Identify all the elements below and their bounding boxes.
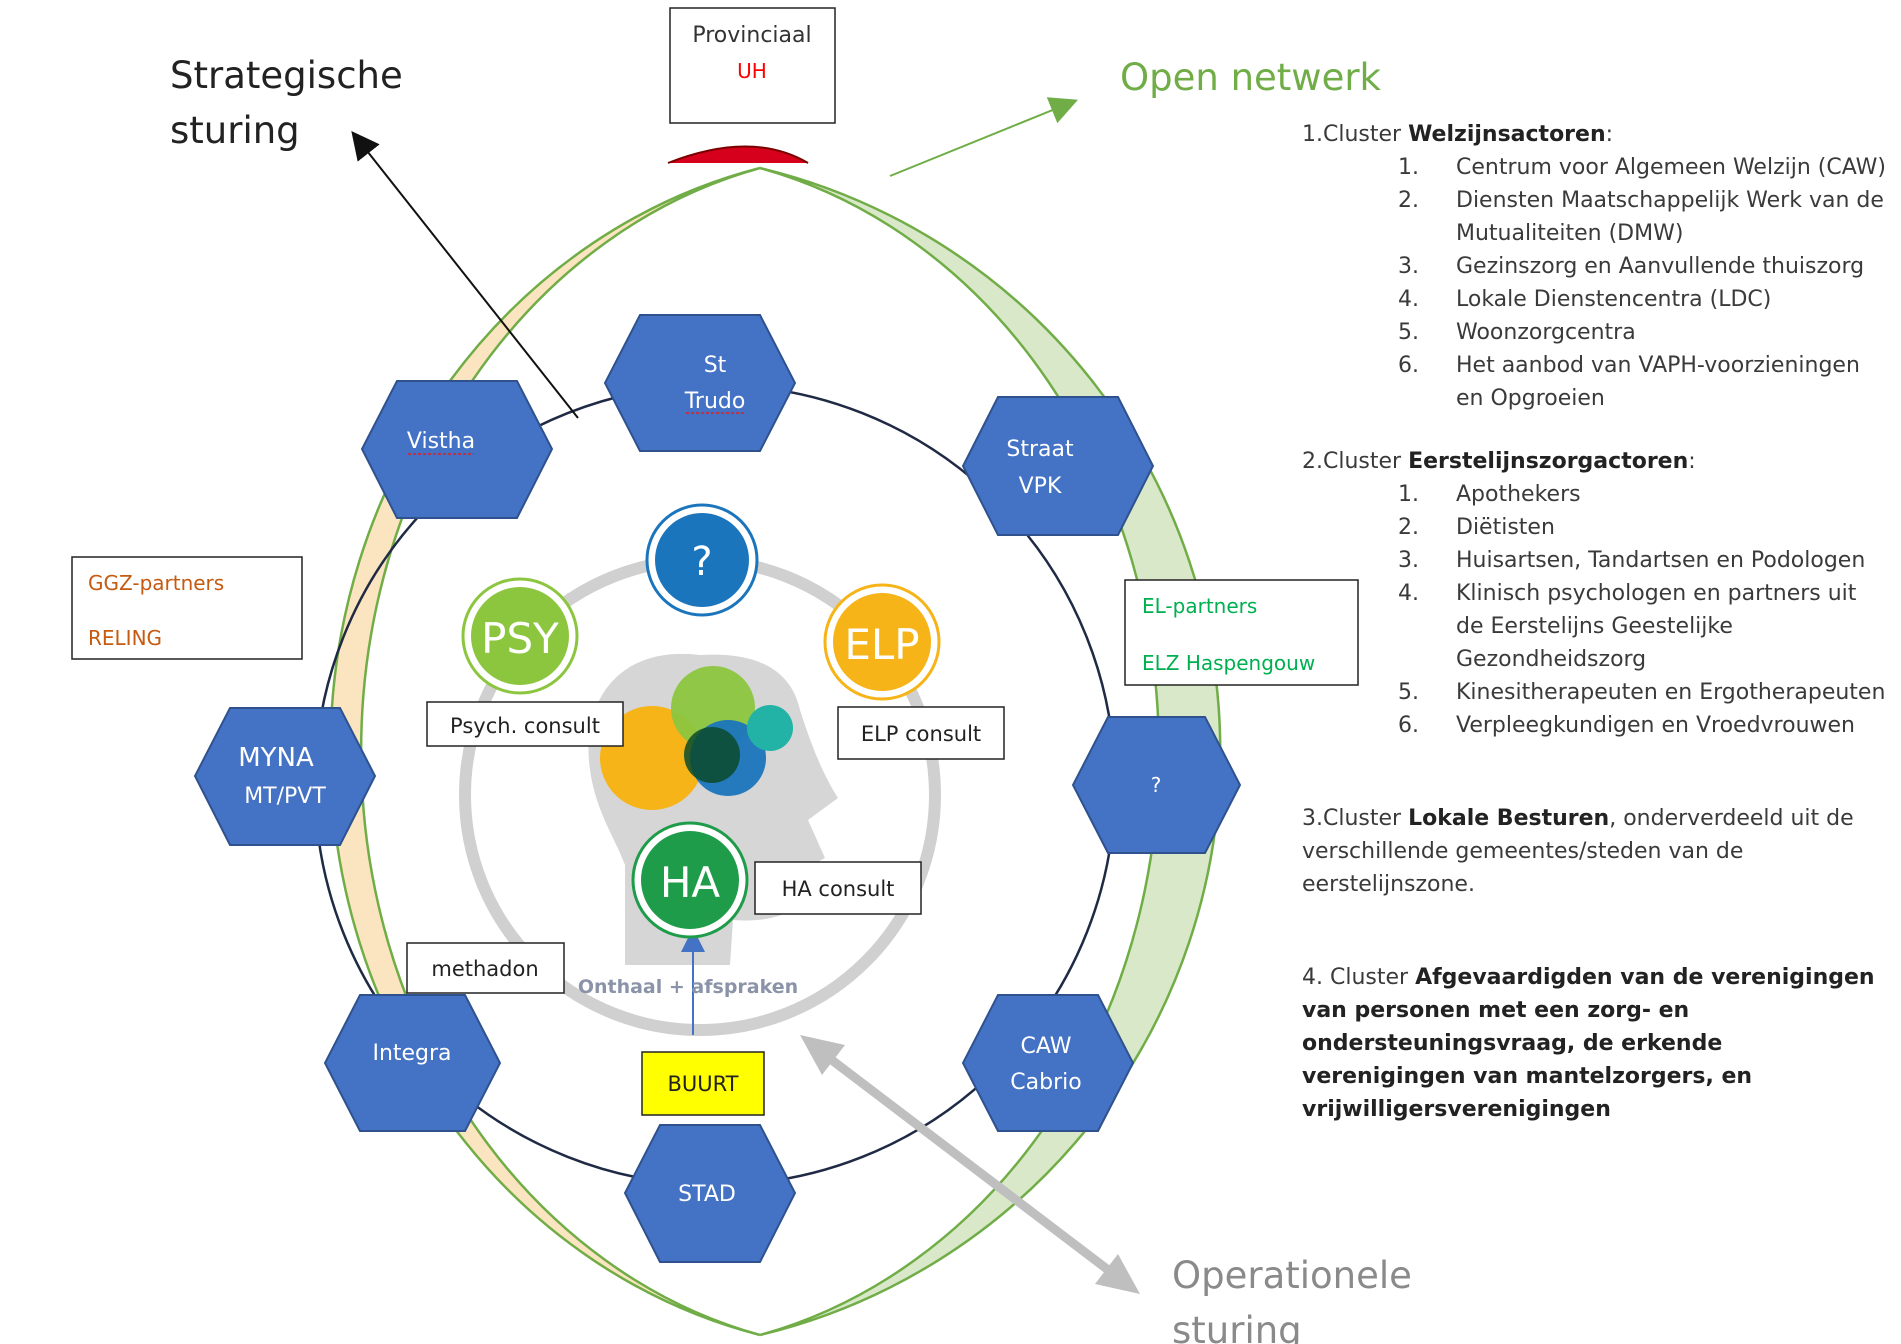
list-item: 6.Verpleegkundigen en Vroedvrouwen <box>1398 713 1855 738</box>
onthaal-label: Onthaal + afspraken <box>578 976 798 998</box>
list-item: 4.Lokale Dienstencentra (LDC) <box>1398 287 1772 312</box>
list-item: 2.Diëtisten <box>1398 515 1555 540</box>
reling-label: RELING <box>88 626 162 650</box>
buurt-box[interactable]: BUURT <box>641 1051 765 1116</box>
list-item: 5.Woonzorgcentra <box>1398 320 1636 345</box>
operational-title-line1: Operationele <box>1172 1254 1412 1297</box>
open-network-arrow <box>889 97 1078 177</box>
buurt-label: BUURT <box>667 1072 738 1096</box>
cluster-3-text: 3.Cluster Lokale Besturen, onderverdeeld… <box>1302 806 1854 897</box>
psych-consult-box[interactable]: Psych. consult <box>426 701 624 747</box>
cluster-2-list: 1.Apothekers 2.Diëtisten 3.Huisartsen, T… <box>1302 478 1890 742</box>
elp-consult-box[interactable]: ELP consult <box>837 706 1005 760</box>
provincial-box[interactable]: Provinciaal UH <box>669 7 836 124</box>
elz-haspengouw-label: ELZ Haspengouw <box>1142 651 1315 675</box>
hexagon-stad[interactable]: STAD <box>623 1124 797 1263</box>
hexagon-label: St <box>704 353 727 378</box>
list-item: 3.Gezinszorg en Aanvullende thuiszorg <box>1398 254 1865 279</box>
operational-arrowhead-start <box>800 1035 845 1075</box>
cluster-1-heading: 1.Cluster Welzijnsactoren: <box>1302 122 1614 147</box>
brain-circle-dark <box>684 727 740 783</box>
list-item: 5.Kinesitherapeuten en Ergotherapeuten <box>1398 680 1886 705</box>
circle-label: HA <box>660 858 721 907</box>
circle-question[interactable]: ? <box>645 503 759 617</box>
el-partners-box[interactable]: EL-partners ELZ Haspengouw <box>1124 579 1359 686</box>
cluster-2-heading: 2.Cluster Eerstelijnszorgactoren: <box>1302 449 1696 474</box>
hexagon-label: Integra <box>372 1041 451 1066</box>
list-item: 1.Apothekers <box>1398 482 1581 507</box>
hexagon-label: Straat <box>1006 437 1074 462</box>
circle-elp[interactable]: ELP <box>823 583 941 701</box>
cluster-1-list: 1.Centrum voor Algemeen Welzijn (CAW) 2.… <box>1302 151 1890 415</box>
list-item: 2.Diensten Maatschappelijk Werk van de M… <box>1398 188 1884 246</box>
strategic-arrow <box>351 131 579 419</box>
operational-title-line2: sturing <box>1172 1309 1302 1344</box>
strategic-title-line1: Strategische <box>170 54 403 97</box>
brain-circle-orange <box>600 706 704 810</box>
hexagon-straat-vpk[interactable]: Straat VPK <box>961 396 1155 536</box>
circle-label: PSY <box>481 614 559 663</box>
hexagon-vistha[interactable]: Vistha <box>360 380 554 519</box>
list-item: 4.Klinisch psychologen en partners uit d… <box>1398 581 1857 672</box>
open-network-title: Open netwerk <box>1120 56 1382 99</box>
brain-circle-teal <box>747 705 793 751</box>
hexagon-integra[interactable]: Integra <box>323 994 502 1132</box>
hexagon-label: Trudo <box>684 389 746 414</box>
psych-consult-label: Psych. consult <box>450 714 600 738</box>
circle-label: ELP <box>844 620 919 669</box>
hexagon-caw-cabrio[interactable]: CAW Cabrio <box>961 994 1135 1132</box>
hexagon-label: STAD <box>678 1182 736 1207</box>
ha-consult-box[interactable]: HA consult <box>754 861 922 915</box>
circle-psy[interactable]: PSY <box>461 577 579 695</box>
list-item: 1.Centrum voor Algemeen Welzijn (CAW) <box>1398 155 1886 180</box>
hexagon-myna[interactable]: MYNA MT/PVT <box>193 707 377 846</box>
ha-consult-label: HA consult <box>782 877 895 901</box>
hexagon-label: Vistha <box>407 429 475 454</box>
hexagon-label: VPK <box>1019 474 1062 499</box>
provincial-label: Provinciaal <box>692 23 811 48</box>
cluster-4-text-block: 4. Cluster Afgevaardigden van de verenig… <box>1302 965 1875 1122</box>
hexagon-st-trudo[interactable]: St Trudo <box>603 314 797 452</box>
operational-arrowhead-end <box>1095 1254 1140 1294</box>
hexagon-right-unknown[interactable]: ? <box>1071 716 1242 854</box>
hexagon-label: MYNA <box>238 743 314 773</box>
hexagon-label: CAW <box>1021 1034 1072 1059</box>
operational-arrow <box>809 1041 1131 1289</box>
el-partners-label: EL-partners <box>1142 594 1257 618</box>
uh-label: UH <box>737 59 767 83</box>
hexagon-label: Cabrio <box>1010 1070 1081 1095</box>
list-item: 3.Huisartsen, Tandartsen en Podologen <box>1398 548 1866 573</box>
circle-ha[interactable]: HA <box>631 821 749 939</box>
list-item: 6.Het aanbod van VAPH-voorzieningen en O… <box>1398 353 1860 411</box>
methadon-box[interactable]: methadon <box>406 942 565 994</box>
cluster-legend: 1.Cluster Welzijnsactoren: 1.Centrum voo… <box>1302 118 1890 1126</box>
methadon-label: methadon <box>431 957 538 981</box>
circle-label: ? <box>691 539 712 585</box>
provincial-connector-arc <box>667 145 809 164</box>
hexagon-label: ? <box>1151 773 1162 797</box>
strategic-title-line2: sturing <box>170 109 300 152</box>
elp-consult-label: ELP consult <box>861 722 981 746</box>
ggz-partners-label: GGZ-partners <box>88 571 224 595</box>
ggz-partners-box[interactable]: GGZ-partners RELING <box>71 556 303 660</box>
hexagon-label: MT/PVT <box>244 784 326 809</box>
